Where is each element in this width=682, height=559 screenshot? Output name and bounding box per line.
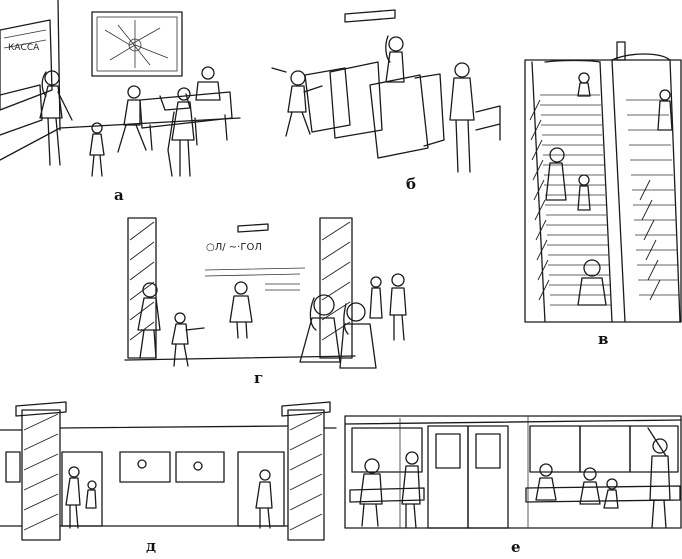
woman-with-child-a [39,70,105,177]
train-door-d2 [237,451,285,527]
panel-label-g: г [254,369,264,387]
panel-label-b: б [406,175,417,193]
escalator-steps-right [626,99,680,296]
passengers-d [65,459,273,529]
ceiling-lamp-g [237,223,269,233]
woman-behind-turnstile-b [385,35,405,83]
two-girls-g [299,294,377,369]
car-door-e2 [467,425,509,529]
man-walking-a [117,85,147,153]
attendant-booth-a [195,66,221,101]
escalator-riders [545,72,673,306]
ticket-window-sign: КАССА [8,43,40,53]
panel-label-v: в [598,330,609,348]
ceiling-lamp-b [344,9,396,23]
metro-map-board [91,11,183,77]
station-name-sign: ○Л/ ∼·ГОЛ [206,242,262,253]
column-right-d [287,409,325,541]
car-door-e1 [427,425,469,529]
attendant-b [449,62,501,173]
boy-at-turnstile-b [271,67,323,137]
panel-g-platform-hall: ○Л/ ∼·ГОЛ [124,217,407,369]
woman-with-boy-g [137,282,205,367]
escalator-steps-left [540,94,611,306]
escalator-shading [529,99,661,301]
column-hatching-g [129,221,351,341]
seat-left-e [349,487,425,503]
woman-with-cane-a [167,87,195,177]
panel-v-escalator [524,41,682,323]
train-window-d1 [119,451,171,483]
column-left-g [127,217,157,359]
panel-a-ticket-hall: КАССА [0,0,241,177]
panel-label-e: е [511,538,521,556]
escalator-lamp [616,41,626,61]
panel-label-d: д [146,537,156,555]
woman-center-g [229,281,253,339]
turnstiles-a [139,91,233,151]
train-window-d2 [175,451,225,483]
passengers-e [359,427,671,529]
panel-b-turnstiles [271,9,501,173]
couple-right-g [369,273,407,341]
column-left-d [21,409,61,541]
panel-label-a: а [114,186,124,204]
panel-e-train-interior [344,415,682,529]
panel-d-platform-train [0,401,337,541]
train-door-d1 [61,451,103,527]
seat-right-e [525,485,681,503]
column-right-g [319,217,353,359]
column-hatching-d [23,413,323,531]
